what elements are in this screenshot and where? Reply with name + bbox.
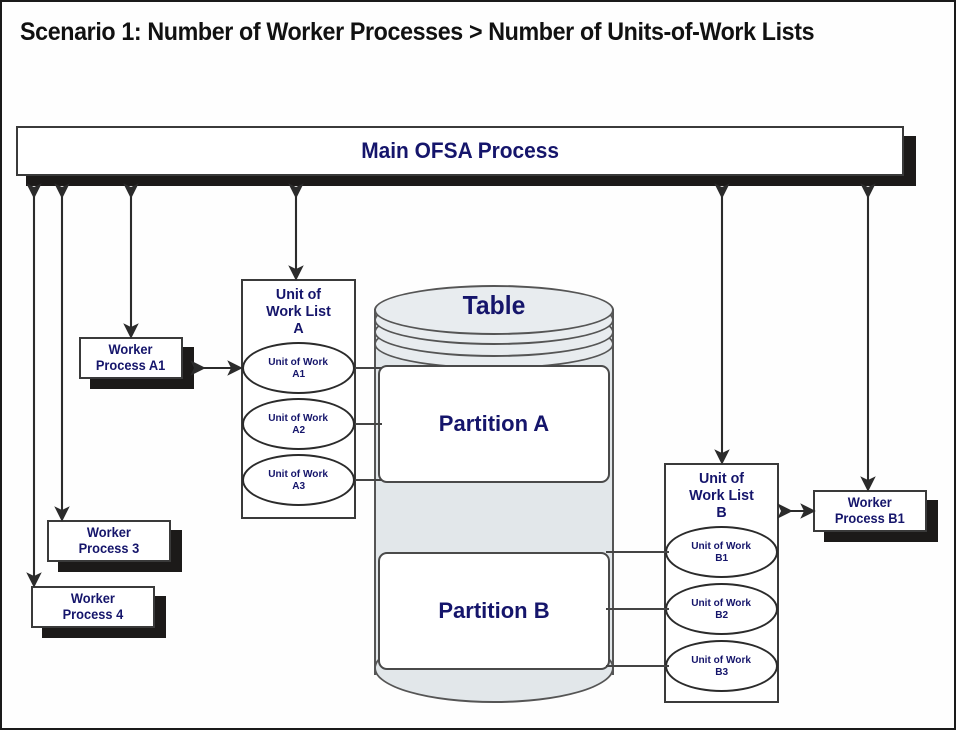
list-a-title-line3: A [293, 319, 304, 337]
list-a-title-line2: Work List [266, 302, 331, 320]
unit-a2-line1: Unit of Work [268, 411, 329, 424]
worker-a1-line1: Worker [109, 342, 153, 358]
unit-b3-line2: B3 [715, 666, 728, 678]
unit-of-work-b1: Unit of Work B1 [665, 526, 778, 578]
list-b-title-line2: Work List [689, 486, 754, 504]
list-a-title-line1: Unit of [275, 286, 322, 303]
unit-b2-line1: Unit of Work [691, 596, 752, 609]
main-ofsa-process-box: Main OFSA Process [16, 126, 904, 176]
table-label: Table [462, 290, 526, 320]
page-title: Scenario 1: Number of Worker Processes >… [20, 18, 815, 46]
worker-b1-line1: Worker [848, 495, 892, 511]
worker-4-line1: Worker [71, 591, 115, 607]
worker-process-a1-box: Worker Process A1 [79, 337, 183, 379]
unit-a1-line1: Unit of Work [268, 355, 329, 368]
unit-of-work-a3: Unit of Work A3 [242, 454, 355, 506]
list-b-title-line1: Unit of [698, 470, 745, 487]
unit-of-work-b2: Unit of Work B2 [665, 583, 778, 635]
unit-b3-line1: Unit of Work [691, 653, 752, 666]
cylinder-top-cap [374, 285, 614, 335]
unit-b2-line2: B2 [715, 609, 728, 621]
worker-a1-line2: Process A1 [96, 358, 166, 373]
worker-process-3-box: Worker Process 3 [47, 520, 171, 562]
unit-of-work-a2: Unit of Work A2 [242, 398, 355, 450]
unit-b1-line1: Unit of Work [691, 539, 752, 552]
worker-b1-line2: Process B1 [835, 511, 905, 526]
partition-b-box: Partition B [378, 552, 610, 670]
partition-a-label: Partition A [438, 411, 550, 436]
unit-a2-line2: A2 [292, 424, 305, 436]
main-process-label: Main OFSA Process [361, 138, 559, 164]
unit-b1-line2: B1 [715, 552, 728, 564]
unit-a3-line1: Unit of Work [268, 467, 329, 480]
worker-3-line1: Worker [87, 525, 131, 541]
partition-b-label: Partition B [438, 598, 550, 623]
unit-a3-line2: A3 [292, 480, 305, 492]
worker-process-b1-box: Worker Process B1 [813, 490, 927, 532]
unit-a1-line2: A1 [292, 368, 305, 380]
partition-a-box: Partition A [378, 365, 610, 483]
worker-4-line2: Process 4 [62, 607, 124, 622]
unit-of-work-a1: Unit of Work A1 [242, 342, 355, 394]
worker-3-line2: Process 3 [78, 541, 140, 556]
unit-of-work-b3: Unit of Work B3 [665, 640, 778, 692]
worker-process-4-box: Worker Process 4 [31, 586, 155, 628]
list-b-title-line3: B [716, 503, 727, 521]
